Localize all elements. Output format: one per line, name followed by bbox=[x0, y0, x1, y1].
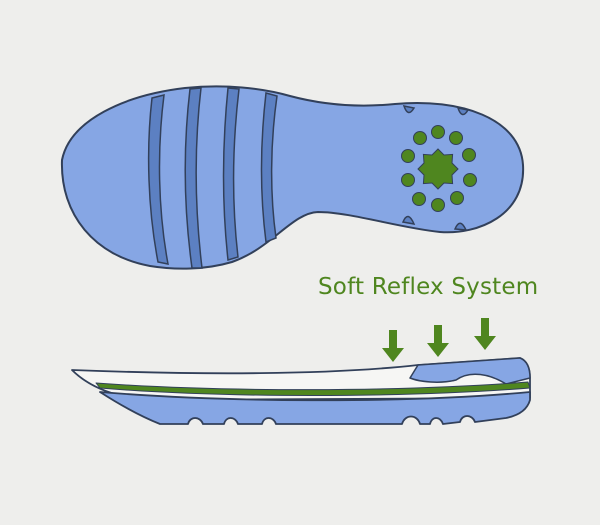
ring-pod bbox=[413, 131, 427, 145]
outsole-top-view bbox=[60, 85, 525, 270]
heel-notch bbox=[401, 215, 416, 225]
flex-groove bbox=[184, 87, 203, 269]
ring-pod bbox=[401, 173, 415, 187]
heel-cushion-pods bbox=[401, 125, 477, 212]
heel-notches bbox=[401, 105, 470, 231]
outsole-side bbox=[99, 391, 531, 425]
outsole-shape bbox=[60, 85, 525, 270]
ring-pod bbox=[401, 149, 415, 163]
flex-groove bbox=[222, 87, 240, 261]
heel-notch bbox=[456, 107, 470, 116]
flex-groove bbox=[260, 92, 278, 244]
ring-pod bbox=[412, 192, 426, 206]
flex-grooves bbox=[147, 87, 278, 269]
central-star-pod bbox=[417, 148, 459, 190]
soft-reflex-caption: Soft Reflex System bbox=[318, 274, 539, 300]
ring-pod bbox=[462, 148, 476, 162]
ring-pod bbox=[431, 198, 445, 212]
heel-notch bbox=[453, 222, 468, 231]
down-arrow-icon bbox=[427, 325, 449, 357]
down-arrow-icon bbox=[474, 318, 496, 350]
ring-pod bbox=[449, 131, 463, 145]
ring-pod bbox=[431, 125, 445, 139]
down-arrow-icon bbox=[382, 330, 404, 362]
down-arrows bbox=[382, 318, 496, 362]
ring-pod bbox=[463, 173, 477, 187]
ring-pod bbox=[450, 191, 464, 205]
sole-side-view bbox=[71, 357, 531, 425]
heel-notch bbox=[402, 105, 416, 114]
green-reflex-layer bbox=[95, 381, 531, 396]
flex-groove bbox=[147, 94, 169, 265]
heel-insert bbox=[409, 357, 531, 385]
